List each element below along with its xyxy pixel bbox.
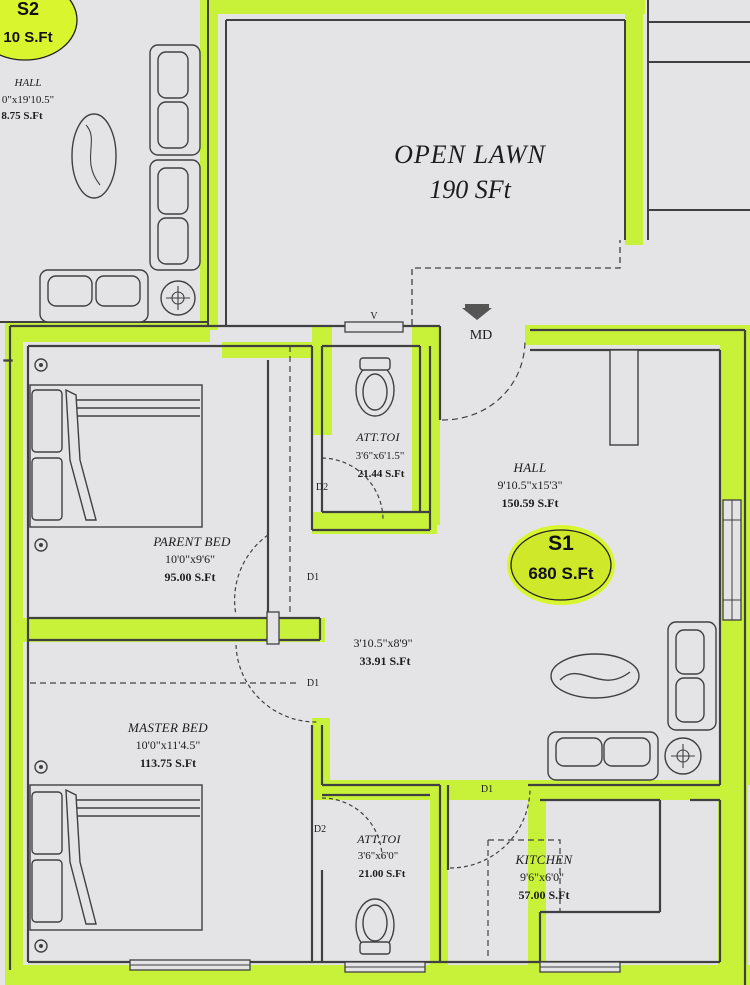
crosshair-details [85, 124, 695, 768]
blanket-icon [65, 788, 97, 925]
s2-area: 10 S.Ft [3, 29, 53, 46]
kitchen-label: KITCHEN [515, 852, 573, 867]
door-swings [233, 457, 531, 869]
coffee-table-icon [550, 653, 640, 699]
kitchen-dim: 9'6"x6'0" [519, 870, 565, 884]
passage-area: 33.91 S.Ft [359, 654, 411, 668]
parent-bed-area: 95.00 S.Ft [164, 570, 216, 584]
master-bed-dim: 10'0"x11'4.5" [135, 738, 201, 752]
lawn-dashed-boundary [411, 240, 621, 325]
door-marker-d1-top: D1 [306, 572, 320, 583]
hall-label: HALL [513, 460, 547, 475]
pillow-icon [31, 791, 63, 855]
window-details [130, 500, 741, 968]
blanket-icon [65, 388, 97, 521]
master-bed-label: MASTER BED [128, 720, 208, 735]
partition-icon [609, 349, 639, 446]
passage-dim: 3'10.5"x8'9" [353, 636, 413, 650]
marker-dots [39, 363, 43, 948]
pillow-icon [31, 389, 63, 453]
main-door-label: MD [469, 328, 493, 343]
door-marker-d1-bottom: D1 [480, 784, 494, 795]
s1-code: S1 [548, 532, 574, 555]
s2-hall-label: HALL [14, 77, 42, 89]
att-toi-bottom-area: 21.00 S.Ft [358, 868, 406, 880]
hall-area: 150.59 S.Ft [501, 496, 559, 510]
main-door-step [465, 304, 489, 308]
s1-badge-outline [510, 529, 612, 601]
coffee-table-icon [71, 113, 117, 199]
pillow-icon [31, 859, 63, 923]
dashed-lines [30, 339, 561, 960]
door-marker-d2-bottom: D2 [313, 824, 327, 835]
parent-bed-dim: 10'0"x9'6" [164, 552, 216, 566]
att-toi-bottom-dim: 3'6"x6'0" [357, 850, 399, 862]
s2-hall-area: 8.75 S.Ft [1, 110, 43, 122]
pillow-icon [31, 457, 63, 521]
att-toi-top-dim: 3'6"x6'1.5" [355, 450, 405, 462]
att-toi-top-area: 21.44 S.Ft [357, 468, 405, 480]
s2-walls [0, 0, 750, 325]
door-marker-d1-mid: D1 [306, 678, 320, 689]
s2-hall-dim: 0"x19'10.5" [1, 94, 55, 106]
door-marker-d2-top: D2 [315, 482, 329, 493]
s1-area: 680 S.Ft [528, 564, 594, 583]
att-toi-bottom-label: ATT.TOI [357, 832, 401, 846]
furniture [29, 44, 717, 955]
kitchen-area: 57.00 S.Ft [518, 888, 570, 902]
master-bed-area: 113.75 S.Ft [139, 756, 197, 770]
lawn-label: OPEN LAWN [394, 140, 546, 169]
att-toi-top-label: ATT.TOI [356, 430, 400, 444]
s2-badge-outline [0, 0, 78, 61]
window-marker-v: V [370, 311, 378, 322]
s2-code: S2 [16, 0, 40, 19]
hall-dim: 9'10.5"x15'3" [497, 478, 563, 492]
parent-bed-label: PARENT BED [153, 534, 231, 549]
main-door-arrow-icon [462, 308, 492, 320]
lawn-area: 190 SFt [429, 175, 511, 204]
